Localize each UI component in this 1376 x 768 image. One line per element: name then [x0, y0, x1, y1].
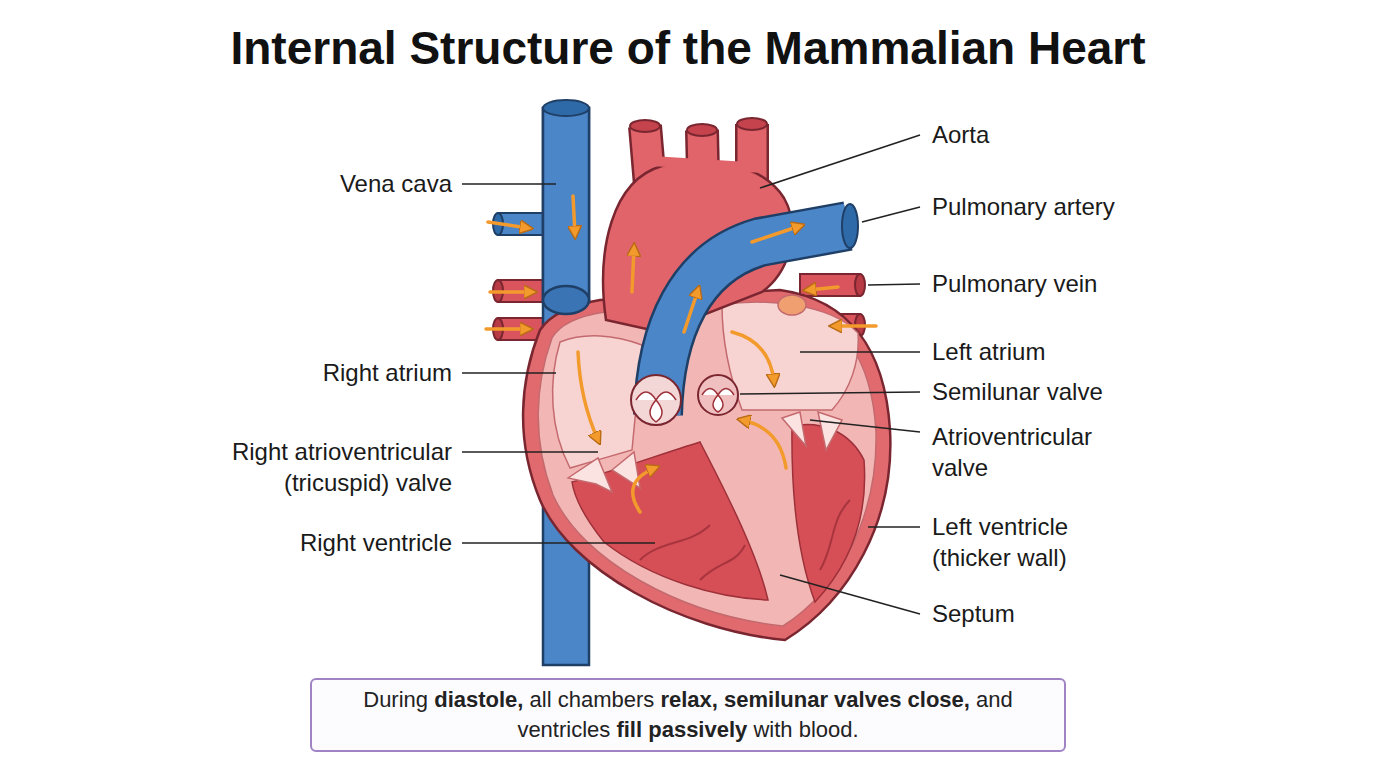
part-label: Right atrioventricular (tricuspid) valve: [172, 436, 452, 498]
part-label: Right atrium: [323, 357, 452, 388]
vena-cava-top: [543, 100, 589, 314]
part-label: Right ventricle: [300, 527, 452, 558]
pulmonary-artery: [658, 204, 858, 415]
av-valves: [568, 412, 842, 492]
part-label: Left ventricle (thicker wall): [932, 511, 1132, 573]
part-label: Pulmonary vein: [932, 268, 1097, 299]
caption-word: During: [363, 687, 428, 712]
caption-box: During diastole, all chambers relax, sem…: [310, 678, 1066, 752]
caption-word: diastole,: [434, 687, 523, 712]
caption-word: semilunar: [724, 687, 828, 712]
part-label: Vena cava: [340, 168, 452, 199]
left-ventricle-chamber: [792, 424, 865, 602]
heart-outline: [523, 290, 890, 640]
caption-word: blood.: [799, 717, 859, 742]
part-label: Septum: [932, 598, 1015, 629]
caption-word: close,: [908, 687, 970, 712]
left-vessels: [493, 213, 548, 340]
right-atrium-chamber: [553, 336, 642, 468]
vein-opening: [778, 295, 806, 315]
flow-arrows: [486, 196, 876, 512]
trabeculae: [640, 500, 850, 580]
diagram-title: Internal Structure of the Mammalian Hear…: [0, 20, 1376, 76]
semilunar-valves: [631, 375, 738, 425]
caption-word: with: [753, 717, 792, 742]
caption-word: fill: [616, 717, 642, 742]
part-label: Semilunar valve: [932, 376, 1103, 407]
caption-word: ventricles: [517, 717, 610, 742]
caption-word: passively: [648, 717, 747, 742]
caption-word: chambers: [558, 687, 655, 712]
caption-word: and: [976, 687, 1013, 712]
part-label: Atrioventricular valve: [932, 421, 1132, 483]
caption-word: relax,: [660, 687, 718, 712]
part-label: Left atrium: [932, 336, 1045, 367]
part-label: Pulmonary artery: [932, 191, 1115, 222]
part-label: Aorta: [932, 119, 989, 150]
caption-word: valves: [834, 687, 901, 712]
caption-word: all: [530, 687, 552, 712]
leader-lines: [462, 135, 920, 614]
